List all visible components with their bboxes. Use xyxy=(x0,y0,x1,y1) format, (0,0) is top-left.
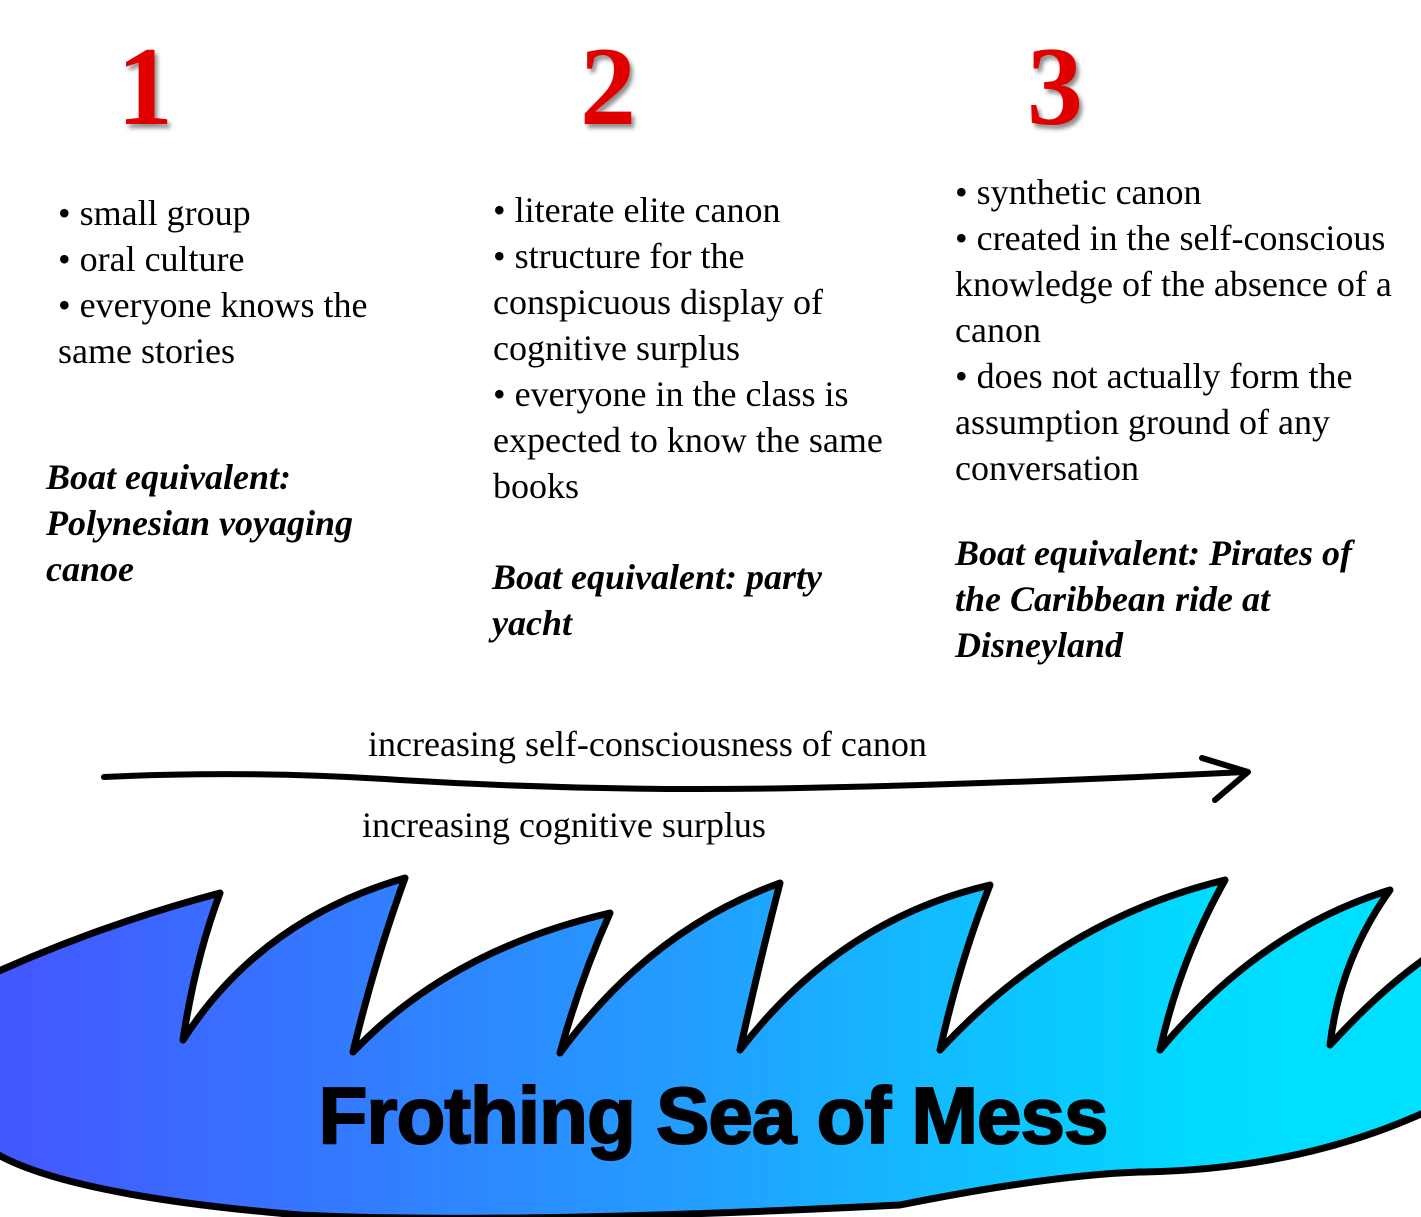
stage-2-boat-equivalent: Boat equivalent: party yacht xyxy=(492,557,822,643)
bullet-item: • does not actually form the assumption … xyxy=(955,356,1353,488)
stage-number-1: 1 xyxy=(117,25,173,149)
bullet-item: • everyone knows the same stories xyxy=(58,285,368,371)
bullet-item: • everyone in the class is expected to k… xyxy=(493,374,883,506)
bullet-item: • structure for the conspicuous display … xyxy=(493,236,823,368)
arrow-head-icon xyxy=(1199,755,1251,803)
stage-2-bullets: • literate elite canon • structure for t… xyxy=(493,187,903,509)
sea-title: Frothing Sea of Mess xyxy=(318,1070,1110,1161)
stage-1-bullets: • small group • oral culture • everyone … xyxy=(58,190,428,374)
bullet-item: • created in the self-conscious knowledg… xyxy=(955,218,1392,350)
stage-number-2: 2 xyxy=(580,25,636,149)
progress-arrow-line xyxy=(101,769,1248,792)
stage-3-bullets: • synthetic canon • created in the self-… xyxy=(955,169,1415,491)
sea-waves xyxy=(0,874,1421,1217)
bullet-item: • literate elite canon xyxy=(493,190,781,230)
bullet-item: • small group xyxy=(58,193,251,233)
arrow-label-self-consciousness: increasing self-consciousness of canon xyxy=(368,724,927,764)
stage-3-boat-equivalent: Boat equivalent: Pirates of the Caribbea… xyxy=(955,533,1352,665)
bullet-item: • oral culture xyxy=(58,239,245,279)
bullet-item: • synthetic canon xyxy=(955,172,1202,212)
arrow-label-cognitive-surplus: increasing cognitive surplus xyxy=(362,805,766,845)
stage-1-boat-equivalent: Boat equivalent: Polynesian voyaging can… xyxy=(46,457,353,589)
stage-number-3: 3 xyxy=(1027,25,1083,149)
